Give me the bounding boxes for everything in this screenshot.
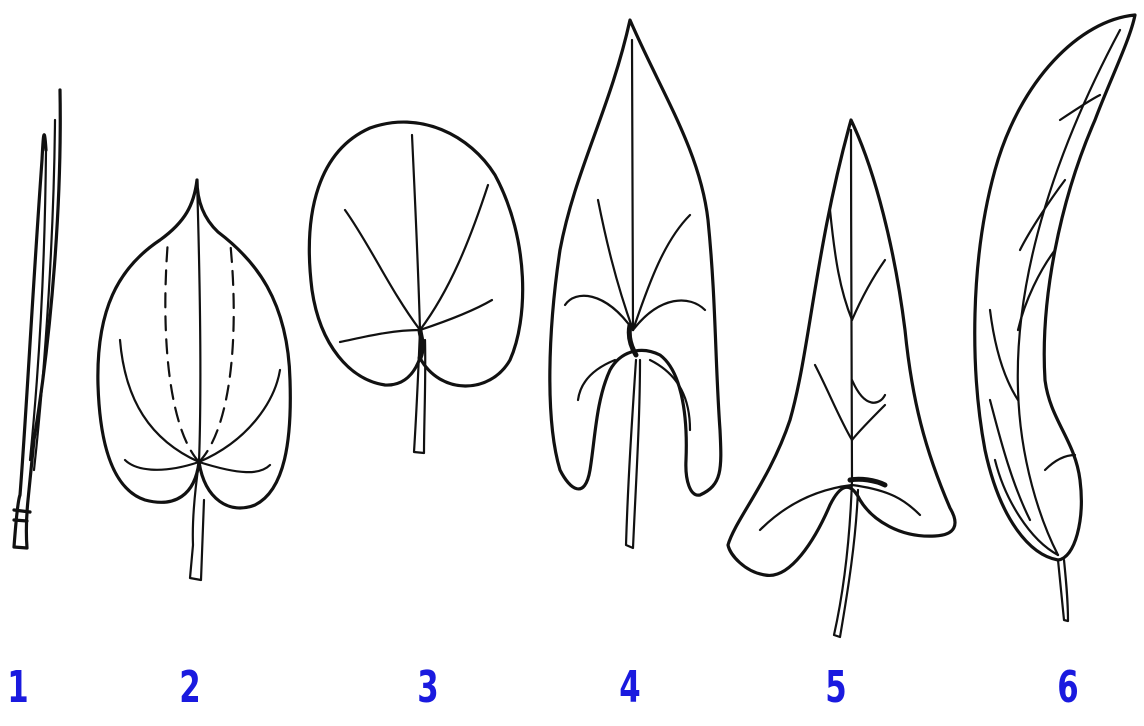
leaf-5-hastate: [728, 120, 955, 637]
leaf-4-sagittate: [550, 20, 721, 548]
leaf-5-label: 5: [815, 662, 857, 714]
leaf-1-label: 1: [0, 662, 39, 714]
leaf-1-linear: [14, 90, 60, 548]
leaf-6-label: 6: [1047, 662, 1089, 714]
leaf-2-label: 2: [169, 662, 211, 714]
leaf-4-label: 4: [609, 662, 651, 714]
leaf-6-falcate: [975, 15, 1135, 621]
leaf-3-reniform: [309, 122, 522, 453]
leaf-3-label: 3: [407, 662, 449, 714]
leaf-2-cordate: [98, 180, 290, 580]
